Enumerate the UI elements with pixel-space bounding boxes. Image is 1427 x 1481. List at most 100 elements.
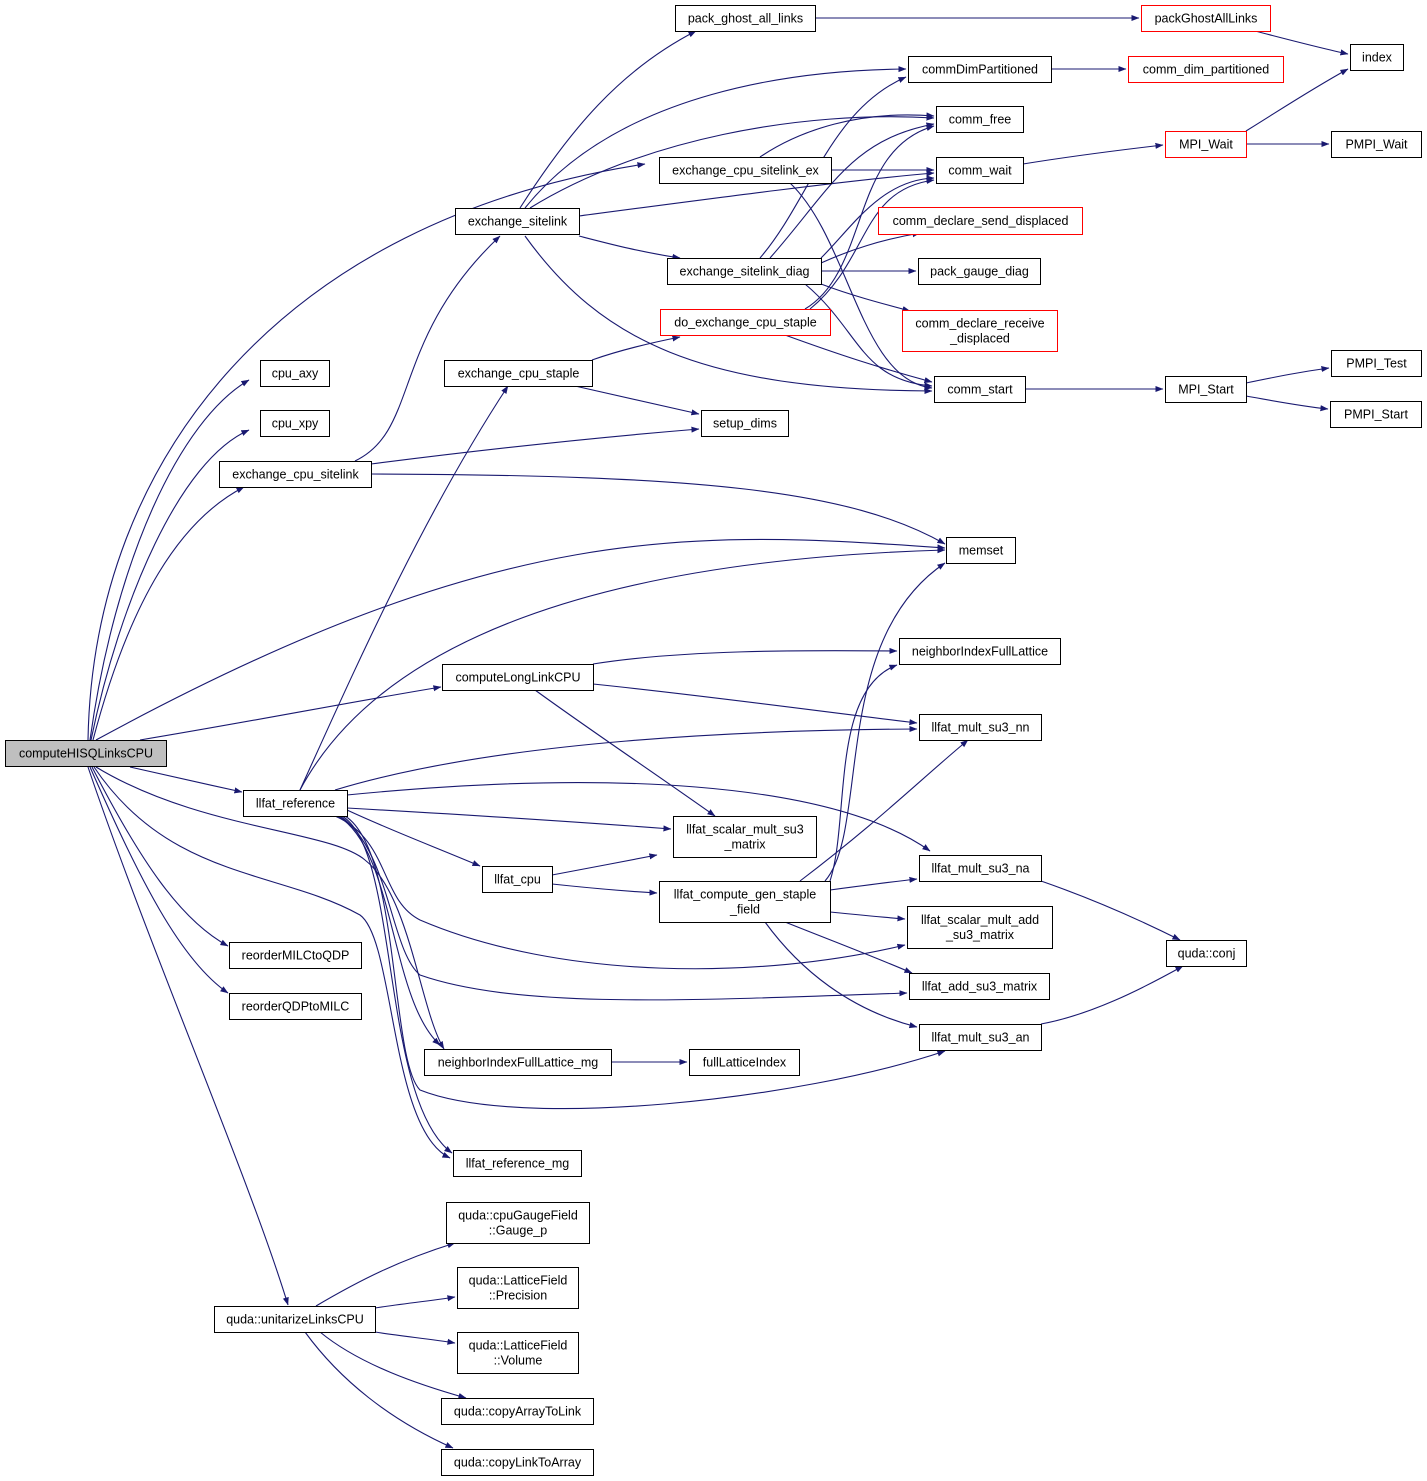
node-llfat-scalar-mult-add-su3-matrix[interactable]: llfat_scalar_mult_add_su3_matrix xyxy=(907,906,1053,949)
node-packghostalllinks[interactable]: packGhostAllLinks xyxy=(1141,5,1271,32)
node-do-exchange-cpu-staple[interactable]: do_exchange_cpu_staple xyxy=(660,309,831,336)
node-label: _su3_matrix xyxy=(945,928,1015,942)
node-comm-free[interactable]: comm_free xyxy=(936,106,1024,133)
node-copylinktoarray[interactable]: quda::copyLinkToArray xyxy=(441,1449,594,1476)
edge-exchange_sitelink-to-comm_start xyxy=(524,235,933,395)
node-label: comm_declare_send_displaced xyxy=(893,214,1069,228)
node-box xyxy=(1166,940,1247,967)
node-label: llfat_cpu xyxy=(494,873,541,887)
node-label: llfat_reference_mg xyxy=(466,1157,570,1171)
node-label: computeLongLinkCPU xyxy=(455,671,580,685)
node-cpu-axy[interactable]: cpu_axy xyxy=(260,360,330,387)
node-comm-start[interactable]: comm_start xyxy=(934,376,1026,403)
edge-root-to-exchange_cpu_sitelink xyxy=(92,486,245,741)
node-exchange-sitelink-diag[interactable]: exchange_sitelink_diag xyxy=(667,258,822,285)
edge-exchange_cpu_sitelink-to-exchange_sitelink xyxy=(354,235,501,462)
node-llfat-mult-su3-na[interactable]: llfat_mult_su3_na xyxy=(919,855,1042,882)
node-label: llfat_add_su3_matrix xyxy=(922,980,1038,994)
node-box xyxy=(5,740,167,767)
node-box xyxy=(455,208,580,235)
node-reorderqdptomilc[interactable]: reorderQDPtoMILC xyxy=(229,993,362,1020)
node-llfat-mult-su3-an[interactable]: llfat_mult_su3_an xyxy=(919,1024,1042,1051)
node-lf-volume[interactable]: quda::LatticeField::Volume xyxy=(457,1332,579,1374)
edge-root-to-neighborIndexFullLattice_mg xyxy=(95,766,445,1050)
node-neighborindexfulllattice[interactable]: neighborIndexFullLattice xyxy=(899,638,1061,665)
node-mpi-wait[interactable]: MPI_Wait xyxy=(1165,131,1247,158)
node-lf-precision[interactable]: quda::LatticeField::Precision xyxy=(457,1267,579,1309)
node-memset[interactable]: memset xyxy=(946,537,1016,564)
node-box xyxy=(1128,56,1284,83)
edge-llfat_reference-to-llfat_scalar_mult_add_su3_matrix xyxy=(334,815,906,970)
node-setup-dims[interactable]: setup_dims xyxy=(701,410,789,437)
node-box xyxy=(946,537,1016,564)
edge-root-to-reorderMILCtoQDP xyxy=(91,766,229,947)
node-llfat-reference[interactable]: llfat_reference xyxy=(243,790,348,817)
node-comm-declare-send-displaced[interactable]: comm_declare_send_displaced xyxy=(878,207,1083,235)
node-llfat-add-su3-matrix[interactable]: llfat_add_su3_matrix xyxy=(909,973,1050,1000)
node-exchange-sitelink[interactable]: exchange_sitelink xyxy=(455,208,580,235)
node-box xyxy=(446,1202,590,1244)
edge-llfat_compute_gen_staple_field-to-llfat_mult_su3_an xyxy=(764,921,918,1029)
node-pmpi-test[interactable]: PMPI_Test xyxy=(1331,350,1422,377)
node-comm-dim-partitioned[interactable]: comm_dim_partitioned xyxy=(1128,56,1284,83)
edge-root-to-cpu_axy xyxy=(89,379,250,741)
node-exchange-cpu-sitelink-ex[interactable]: exchange_cpu_sitelink_ex xyxy=(659,157,832,184)
edge-unitarizeLinksCPU-to-copyArrayToLink xyxy=(319,1331,467,1399)
node-index[interactable]: index xyxy=(1350,44,1404,71)
node-label: ::Gauge_p xyxy=(489,1224,547,1238)
node-box xyxy=(919,1024,1042,1051)
node-reordermilctoqdp[interactable]: reorderMILCtoQDP xyxy=(229,942,362,969)
edge-root-to-reorderQDPtoMILC xyxy=(89,766,229,994)
node-gauge-p[interactable]: quda::cpuGaugeField::Gauge_p xyxy=(446,1202,590,1244)
node-llfat-mult-su3-nn[interactable]: llfat_mult_su3_nn xyxy=(919,714,1042,741)
node-fulllatticeindex[interactable]: fullLatticeIndex xyxy=(689,1049,800,1076)
node-box xyxy=(899,638,1061,665)
node-computehisqlinkscpu[interactable]: computeHISQLinksCPU xyxy=(5,740,167,767)
node-llfat-compute-gen-staple-field[interactable]: llfat_compute_gen_staple_field xyxy=(659,881,831,923)
node-llfat-cpu[interactable]: llfat_cpu xyxy=(482,866,553,893)
edge-MPI_Wait-to-index xyxy=(1245,68,1349,132)
node-label: reorderMILCtoQDP xyxy=(242,949,350,963)
node-box xyxy=(219,461,372,488)
node-box xyxy=(908,56,1052,83)
node-pack-ghost-all-links[interactable]: pack_ghost_all_links xyxy=(675,5,816,32)
node-unitarizelinkscpu[interactable]: quda::unitarizeLinksCPU xyxy=(214,1306,376,1333)
node-llfat-reference-mg[interactable]: llfat_reference_mg xyxy=(453,1150,582,1177)
node-label: ::Volume xyxy=(494,1354,543,1368)
node-exchange-cpu-sitelink[interactable]: exchange_cpu_sitelink xyxy=(219,461,372,488)
node-label: commDimPartitioned xyxy=(922,63,1038,77)
node-commdimpartitioned[interactable]: commDimPartitioned xyxy=(908,56,1052,83)
node-box xyxy=(701,410,789,437)
edge-llfat_reference-to-llfat_scalar_mult_su3_matrix xyxy=(346,807,672,832)
node-comm-declare-receive-displaced[interactable]: comm_declare_receive_displaced xyxy=(902,310,1058,352)
node-box xyxy=(909,973,1050,1000)
node-pmpi-start[interactable]: PMPI_Start xyxy=(1330,401,1422,428)
node-llfat-scalar-mult-su3-matrix[interactable]: llfat_scalar_mult_su3_matrix xyxy=(673,816,817,858)
node-box xyxy=(1141,5,1271,32)
edge-do_exchange_cpu_staple-to-comm_free xyxy=(804,125,935,310)
node-neighborindexfulllattice-mg[interactable]: neighborIndexFullLattice_mg xyxy=(424,1049,612,1076)
node-label: setup_dims xyxy=(713,417,777,431)
node-copyarraytolink[interactable]: quda::copyArrayToLink xyxy=(441,1398,594,1425)
node-comm-wait[interactable]: comm_wait xyxy=(936,157,1024,184)
node-mpi-start[interactable]: MPI_Start xyxy=(1165,376,1247,403)
node-box xyxy=(1330,401,1422,428)
edge-root-to-computeLongLinkCPU xyxy=(139,685,442,741)
node-label: pack_ghost_all_links xyxy=(688,12,803,26)
edge-exchange_cpu_sitelink_ex-to-comm_free xyxy=(759,112,935,158)
node-box xyxy=(907,906,1053,949)
edge-computeLongLinkCPU-to-llfat_mult_su3_nn xyxy=(592,683,918,726)
node-label: llfat_mult_su3_na xyxy=(932,862,1030,876)
node-quda-conj[interactable]: quda::conj xyxy=(1166,940,1247,967)
node-exchange-cpu-staple[interactable]: exchange_cpu_staple xyxy=(444,360,593,387)
edge-llfat_reference-to-neighborIndexFullLattice_mg xyxy=(337,815,441,1046)
node-label: llfat_mult_su3_an xyxy=(932,1031,1030,1045)
node-pack-gauge-diag[interactable]: pack_gauge_diag xyxy=(918,258,1041,285)
node-computelonglinkcpu[interactable]: computeLongLinkCPU xyxy=(442,664,594,691)
node-box xyxy=(1331,131,1422,158)
node-label: llfat_reference xyxy=(256,797,335,811)
node-box xyxy=(442,664,594,691)
node-pmpi-wait[interactable]: PMPI_Wait xyxy=(1331,131,1422,158)
node-cpu-xpy[interactable]: cpu_xpy xyxy=(260,410,330,437)
